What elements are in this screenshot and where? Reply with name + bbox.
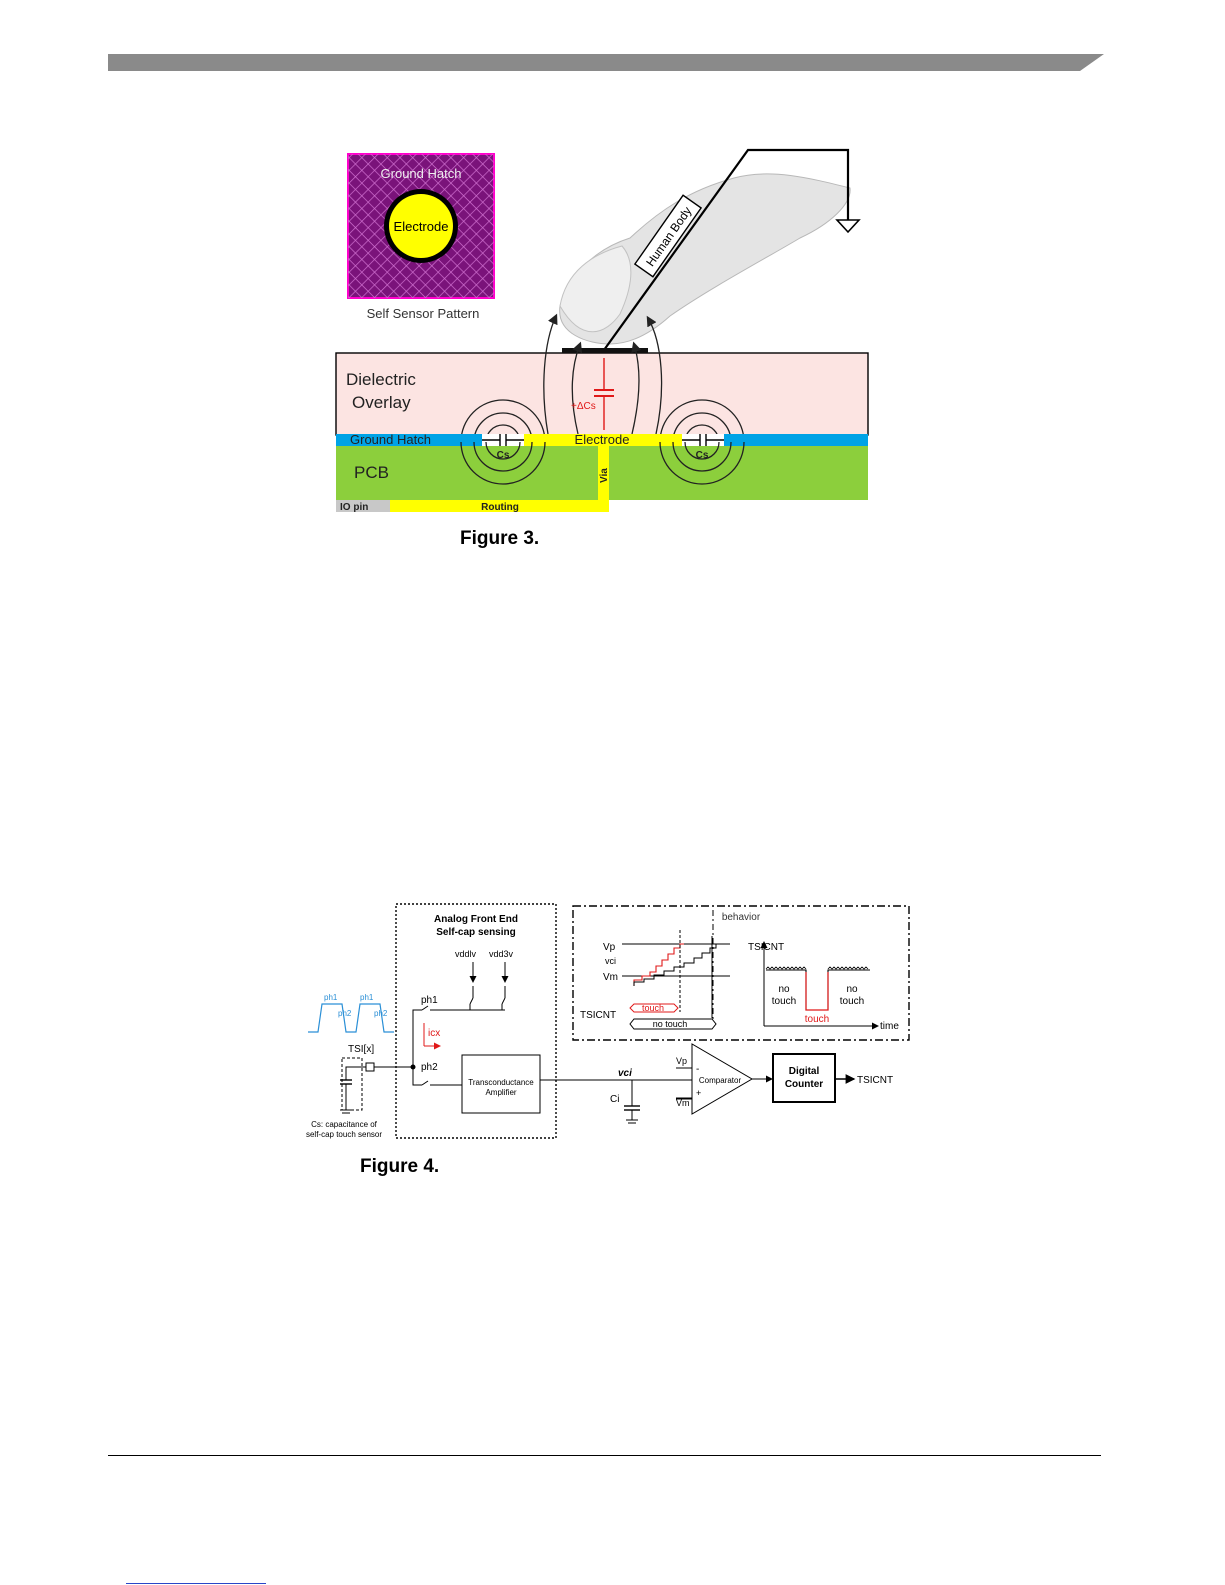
no-touch-1a: no	[778, 984, 790, 995]
tsi-pin	[365, 1062, 375, 1072]
amp-label-1: Transconductance	[468, 1078, 534, 1087]
comparator-plus: +	[696, 1088, 701, 1098]
self-sensor-inset	[347, 153, 495, 299]
tsicnt-output-label: TSICNT	[857, 1075, 893, 1086]
touch-tag	[629, 1003, 679, 1013]
wave-ph2-b: ph2	[374, 1009, 388, 1018]
vci-label: vci	[618, 1068, 632, 1079]
beh-vm-label: Vm	[603, 972, 618, 983]
ci-label: Ci	[610, 1094, 619, 1105]
dielectric-overlay	[335, 352, 869, 436]
icx-label: icx	[428, 1028, 440, 1039]
no-touch-tag-label: no touch	[653, 1019, 688, 1029]
tsi-label: TSI[x]	[348, 1044, 374, 1055]
transconductance-amplifier	[461, 1054, 541, 1114]
cs-note-1: Cs: capacitance of	[311, 1120, 378, 1129]
figure-4-caption: Figure 4.	[360, 1156, 440, 1177]
beh-tsicnt-left: TSICNT	[580, 1010, 616, 1021]
self-sensor-pattern-label: Self Sensor Pattern	[367, 306, 480, 321]
inset-electrode-label: Electrode	[394, 219, 449, 234]
beh-vci-label: vci	[605, 956, 616, 966]
via	[598, 446, 609, 510]
behavior-title: behavior	[722, 912, 761, 923]
routing	[390, 500, 609, 512]
vddlv-label: vddlv	[455, 949, 477, 959]
comparator-minus: -	[696, 1064, 699, 1075]
comparator-label: Comparator	[699, 1076, 742, 1085]
routing-label: Routing	[481, 502, 519, 513]
digital-counter	[772, 1053, 836, 1103]
no-touch-1b: touch	[772, 996, 796, 1007]
behavior-box	[572, 905, 910, 1041]
pcb-label: PCB	[354, 463, 389, 482]
vdd3v-label: vdd3v	[489, 949, 514, 959]
touch-label: touch	[805, 1014, 829, 1025]
time-label: time	[880, 1021, 899, 1032]
io-pin	[336, 500, 390, 512]
counter-label-1: Digital	[789, 1066, 820, 1077]
inset-ground-hatch-label: Ground Hatch	[381, 166, 462, 181]
dielectric-label-2: Overlay	[352, 393, 411, 412]
ph1-switch-label: ph1	[421, 995, 438, 1006]
afe-title-1: Analog Front End	[434, 914, 518, 925]
counter-label-2: Counter	[785, 1079, 823, 1090]
vm-input-label: Vm	[676, 1098, 690, 1108]
figure-4-diagram: Analog Front End Self-cap sensing vddlv …	[306, 903, 910, 1139]
finger-shape	[559, 173, 851, 345]
figure-3-caption: Figure 3.	[460, 528, 540, 549]
no-touch-staircase	[633, 944, 717, 986]
io-pin-label: IO pin	[340, 502, 368, 513]
cs-left-label: Cs	[497, 450, 510, 461]
no-touch-2b: touch	[840, 996, 864, 1007]
vp-input-label: Vp	[676, 1056, 687, 1066]
comparator	[691, 1043, 753, 1115]
ph2-switch-label: ph2	[421, 1062, 438, 1073]
footer-rule	[108, 1455, 1101, 1456]
wave-ph1-b: ph1	[360, 993, 374, 1002]
afe-title-2: Self-cap sensing	[436, 927, 515, 938]
footer-link-underline[interactable]	[126, 1583, 266, 1584]
touch-staircase	[633, 943, 684, 986]
header-bar	[108, 54, 1104, 71]
via-label: Via	[599, 468, 610, 483]
wave-ph1-a: ph1	[324, 993, 338, 1002]
no-touch-2a: no	[846, 984, 858, 995]
phase-waveform	[308, 1003, 394, 1033]
figure-3-diagram: Ground Hatch Electrode Self Sensor Patte…	[335, 148, 869, 513]
beh-vp-label: Vp	[603, 942, 616, 953]
dielectric-label-1: Dielectric	[346, 370, 416, 389]
electrode-label: Electrode	[575, 432, 630, 447]
ground-symbol	[603, 148, 861, 351]
no-touch-tag	[629, 1018, 717, 1030]
electrode-layer	[524, 434, 682, 446]
cs-note-2: self-cap touch sensor	[306, 1130, 382, 1139]
ground-hatch-label: Ground Hatch	[350, 432, 431, 447]
afe-box	[395, 903, 557, 1139]
beh-tsicnt-axis: TSICNT	[748, 942, 784, 953]
cs-right-label: Cs	[696, 450, 709, 461]
delta-cs-label: +ΔCs	[571, 401, 596, 412]
touch-tag-label: touch	[642, 1003, 664, 1013]
amp-label-2: Amplifier	[485, 1088, 516, 1097]
wave-ph2-a: ph2	[338, 1009, 352, 1018]
